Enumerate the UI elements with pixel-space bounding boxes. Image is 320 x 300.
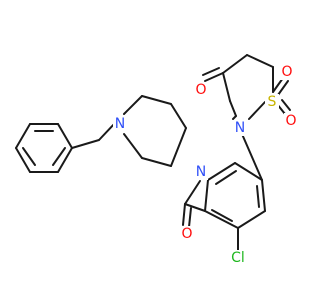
svg-text:Cl: Cl bbox=[231, 250, 245, 266]
atom-label-n-piperazine-top: N bbox=[113, 116, 127, 132]
sultam-carbonyl bbox=[202, 67, 224, 82]
atom-label-o-sulfonyl-right: O bbox=[284, 113, 298, 129]
atom-label-chlorine: Cl bbox=[228, 250, 248, 266]
atom-label-o-amide: O bbox=[180, 226, 194, 242]
svg-text:S: S bbox=[268, 94, 277, 110]
atom-label-n-sultam: N bbox=[233, 120, 247, 136]
svg-text:O: O bbox=[195, 82, 206, 98]
atom-label-s-sultam: S bbox=[265, 94, 279, 110]
atom-label-n-piperazine-amide: N bbox=[194, 164, 208, 180]
aryl-n-bond bbox=[241, 133, 263, 181]
molecule-structure: O N S O O N N O Cl bbox=[15, 54, 298, 266]
atom-label-o-carbonyl-ring: O bbox=[194, 82, 208, 98]
sultam-ring bbox=[222, 54, 274, 120]
svg-text:O: O bbox=[285, 113, 296, 129]
svg-text:N: N bbox=[196, 164, 206, 180]
svg-text:N: N bbox=[115, 116, 125, 132]
piperazine-ring bbox=[123, 95, 187, 167]
chlorophenyl-ring bbox=[204, 162, 266, 229]
atom-label-o-sulfonyl-top: O bbox=[280, 64, 294, 80]
amide-bonds bbox=[182, 180, 206, 228]
benzyl-ch2-bonds bbox=[71, 121, 117, 149]
svg-text:O: O bbox=[181, 226, 192, 242]
svg-text:N: N bbox=[235, 120, 245, 136]
svg-text:O: O bbox=[281, 64, 292, 80]
phenyl-ring bbox=[15, 123, 73, 173]
